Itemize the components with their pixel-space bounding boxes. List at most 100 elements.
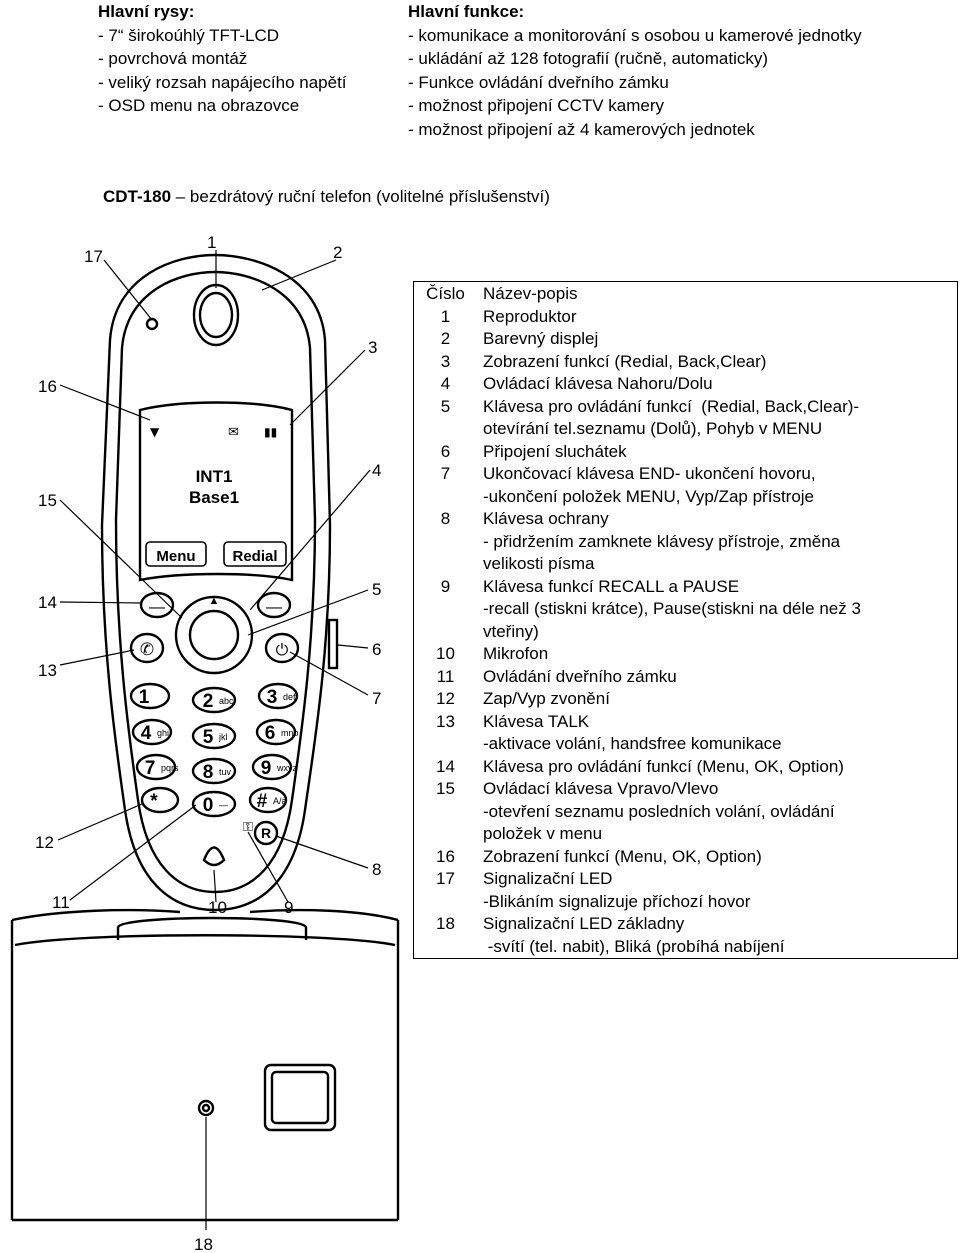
row-description: Klávesa ochrany- přidržením zamknete klá…	[477, 508, 958, 576]
feature-item: - 7“ širokoúhlý TFT-LCD	[98, 25, 280, 45]
row-description: Ovládání dveřního zámku	[477, 666, 958, 689]
handset-icon: ✆	[140, 640, 154, 659]
description-line: -aktivace volání, handsfree komunikace	[483, 734, 782, 753]
row-number: 6	[440, 441, 451, 461]
keypad-digit: 1	[139, 687, 150, 708]
callout-3: 3	[368, 338, 377, 357]
keypad-letters: mno	[281, 728, 299, 738]
keypad-key	[248, 786, 288, 814]
callout-16: 16	[38, 377, 57, 396]
keypad-digit: #	[257, 791, 268, 812]
row-number: 17	[436, 869, 455, 888]
softkey-menu-label: Menu	[156, 548, 195, 565]
keypad-key	[191, 790, 237, 818]
screen-line-2: Base1	[189, 488, 239, 507]
description-line: Signalizační LED	[483, 869, 613, 888]
keypad-key	[255, 718, 297, 746]
keypad-letters: wxyz	[276, 763, 297, 773]
screen-content: ▼ ✉ ▮▮ INT1 Base1 Menu Redial	[145, 425, 287, 567]
keypad-key	[191, 757, 237, 785]
softkey-redial-label: Redial	[232, 548, 277, 565]
function-item: - možnost připojení až 4 kamerových jedn…	[408, 119, 755, 139]
callout-14: 14	[38, 593, 57, 612]
description-line: Mikrofon	[483, 644, 549, 663]
keypad-digit: 0	[203, 795, 214, 816]
callout-1: 1	[207, 233, 216, 252]
callout-11: 11	[52, 893, 70, 912]
callout-15: 15	[38, 491, 57, 510]
keypad-digit: 8	[203, 762, 214, 783]
talk-key	[129, 632, 165, 664]
main-functions-title: Hlavní funkce:	[408, 2, 525, 21]
row-number: 4	[440, 374, 451, 393]
navigation-ring	[174, 595, 254, 675]
keypad-letters: —	[219, 800, 228, 810]
description-line: -ukončení položek MENU, Vyp/Zap přístroj…	[483, 486, 815, 506]
function-item: - ukládání až 128 fotografií (ručně, aut…	[408, 49, 769, 68]
model-name: CDT-180	[103, 187, 172, 206]
description-line: Ovládací klávesa Vpravo/Vlevo	[483, 779, 719, 798]
callout-4: 4	[372, 461, 381, 480]
feature-item: - veliký rozsah napájecího napětí	[98, 72, 347, 92]
model-description: – bezdrátový ruční telefon (volitelné př…	[171, 187, 550, 206]
up-arrow-icon: ▲	[209, 595, 220, 607]
keypad-key	[140, 786, 180, 814]
description-line: Klávesa pro ovládání funkcí (Menu, OK, O…	[483, 756, 844, 776]
recall-key	[253, 820, 279, 846]
description-line: -otevření seznamu posledních volání, ovl…	[483, 801, 835, 821]
description-line: Připojení sluchátek	[483, 441, 627, 461]
headset-jack	[327, 618, 339, 670]
screen-line-1: INT1	[196, 467, 233, 486]
callout-lines	[57, 250, 371, 1230]
keypad-digit: 5	[203, 727, 214, 748]
description-line: -recall (stiskni krátce), Pause(stiskni …	[483, 599, 861, 618]
screen-frame	[138, 401, 294, 582]
row-description: Ovládací klávesa Vpravo/Vlevo -otevření s…	[477, 778, 958, 846]
power-icon: ⏻	[276, 642, 289, 659]
table-row: 1 Reproduktor	[414, 306, 958, 329]
callout-17: 17	[84, 247, 103, 266]
row-number: 11	[436, 666, 455, 686]
row-description: Signalizační LED základny -svítí (tel. n…	[477, 913, 958, 959]
description-line: otevírání tel.seznamu (Dolů), Pohyb v ME…	[483, 419, 823, 438]
table-header-row: Číslo Název-popis	[414, 282, 958, 306]
keypad-key	[129, 682, 171, 710]
envelope-icon: ✉	[228, 425, 239, 440]
row-description: Klávesa TALK -aktivace volání, handsfree …	[477, 711, 958, 756]
description-line: položek v menu	[483, 824, 603, 843]
row-description: Zap/Vyp zvonění	[477, 688, 958, 711]
description-line: Klávesa TALK	[483, 711, 590, 731]
row-description: Připojení sluchátek	[477, 441, 958, 464]
callout-6: 6	[372, 640, 381, 659]
table-row: 13 Klávesa TALK -aktivace volání, handsfre…	[414, 711, 958, 756]
row-number: 1	[440, 306, 451, 326]
callout-10: 10	[208, 898, 227, 917]
description-line: - přidržením zamknete klávesy přístroje,…	[483, 531, 841, 551]
description-line: Barevný displej	[483, 329, 599, 348]
callout-9: 9	[284, 898, 293, 917]
row-description: Ovládací klávesa Nahoru/Dolu	[477, 373, 958, 396]
signal-icon: ▼	[150, 425, 160, 439]
row-description: Klávesa funkcí RECALL a PAUSE-recall (st…	[477, 576, 958, 644]
table-row: 6 Připojení sluchátek	[414, 441, 958, 464]
function-item: - možnost připojení CCTV kamery	[408, 96, 665, 115]
callout-8: 8	[372, 860, 381, 879]
row-number: 13	[436, 711, 455, 731]
row-description: Zobrazení funkcí (Redial, Back,Clear)	[477, 351, 958, 374]
callout-13: 13	[38, 661, 57, 680]
table-row: 11 Ovládání dveřního zámku	[414, 666, 958, 689]
row-description: Signalizační LED-Blikáním signalizuje př…	[477, 868, 958, 913]
table-row: 17 Signalizační LED-Blikáním signalizuje …	[414, 868, 958, 913]
row-description: Mikrofon	[477, 643, 958, 666]
callout-2: 2	[333, 243, 342, 262]
callout-7: 7	[372, 689, 381, 708]
description-line: Reproduktor	[483, 306, 577, 326]
